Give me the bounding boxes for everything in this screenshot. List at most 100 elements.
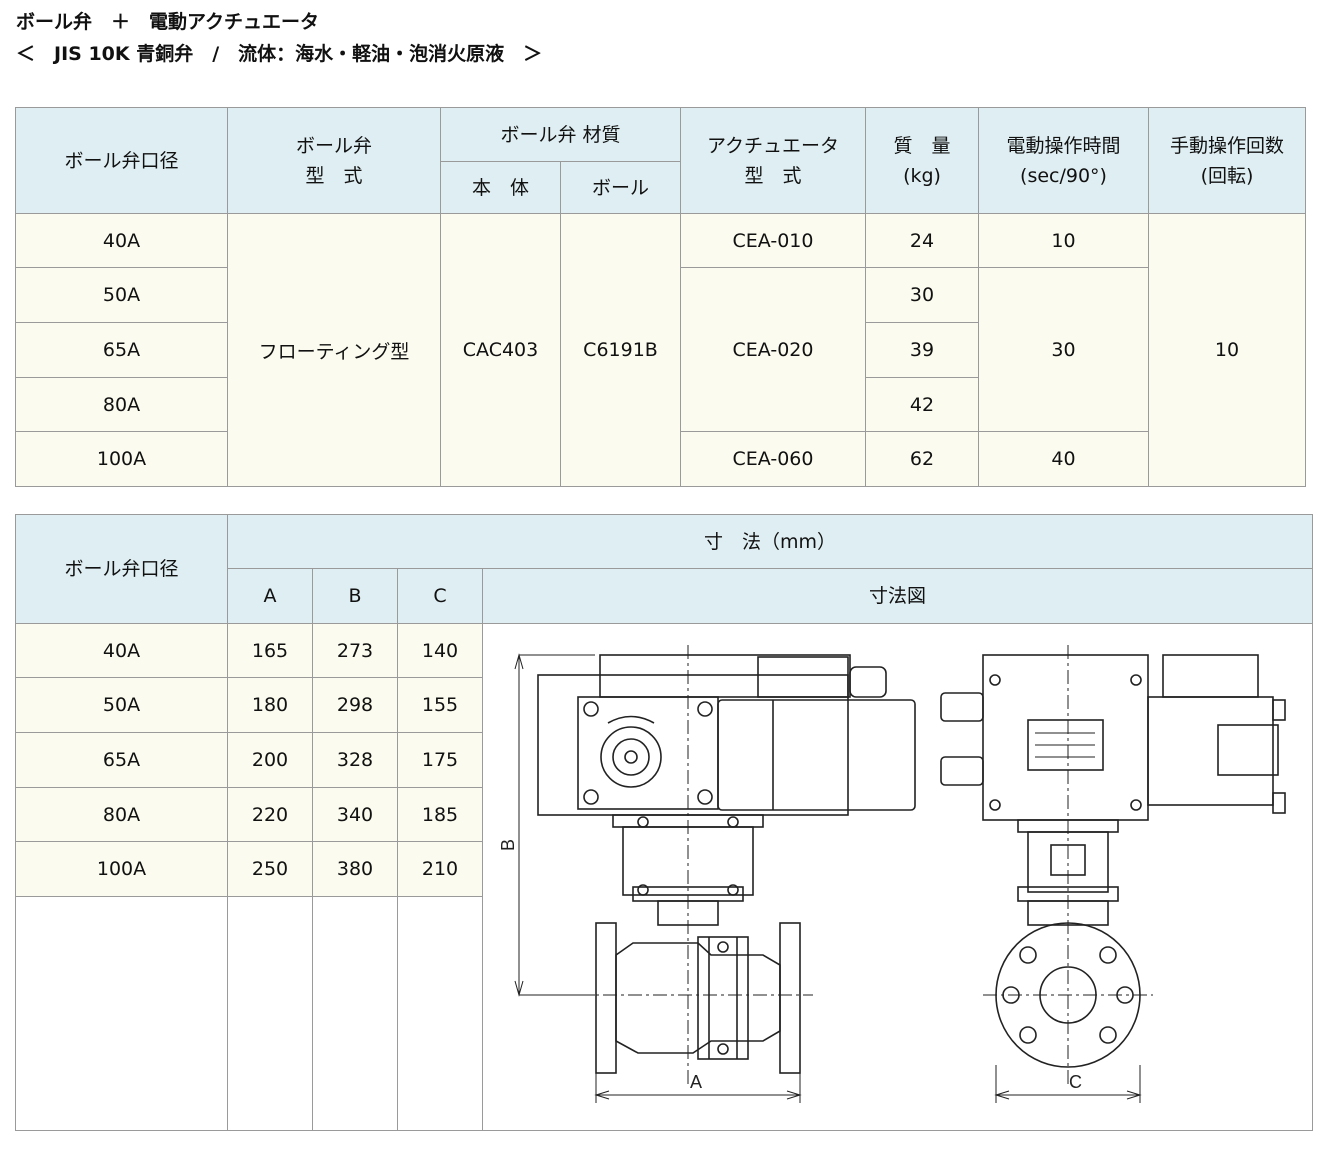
spec-size-cell: 65A <box>15 322 228 378</box>
page-title: ボール弁 ＋ 電動アクチュエータ <box>16 11 320 33</box>
side-motor-cap-shape <box>1217 723 1279 776</box>
flange-bolt-hole-shape <box>1019 1025 1037 1044</box>
side-lug-shape <box>1272 698 1286 721</box>
spec-size-cell: 100A <box>15 431 228 487</box>
empty-cell <box>397 896 483 1131</box>
flange-bolt-hole-shape <box>1099 1025 1117 1044</box>
indicator-arc-shape <box>607 715 655 724</box>
bolt-shape <box>637 883 649 896</box>
body-joint-shape <box>697 935 749 1060</box>
dimensions-table: ボール弁口径 寸 法（mm） A B C 寸法図 40A 165 273 140 <box>15 514 1314 1131</box>
dim-size-cell: 40A <box>15 623 228 678</box>
header-manual-turns: 手動操作回数 (回転) <box>1148 107 1307 214</box>
header-c: C <box>397 568 483 624</box>
arrow-shape <box>594 1090 610 1099</box>
spec-mass-cell: 42 <box>865 377 980 432</box>
dim-size-cell: 100A <box>15 841 228 897</box>
arrow-shape <box>1126 1090 1142 1099</box>
dimension-a-label: A <box>690 1072 702 1092</box>
spec-mass-cell: 30 <box>865 267 980 323</box>
header-ball: ボール <box>559 161 682 214</box>
dim-a-cell: 200 <box>227 732 313 788</box>
spec-size-cell: 40A <box>15 213 228 268</box>
handwheel-inner-shape <box>612 737 650 776</box>
dim-a-cell: 180 <box>227 677 313 733</box>
side-motor-shape <box>1147 695 1274 806</box>
bolt-shape <box>697 700 713 717</box>
bolt-shape <box>583 788 599 805</box>
spec-size-cell: 50A <box>15 267 228 323</box>
terminal-box-shape <box>757 655 849 698</box>
dim-c-cell: 140 <box>397 623 483 678</box>
spec-actuator-cell: CEA-010 <box>680 213 867 268</box>
side-housing-shape <box>982 653 1149 821</box>
dim-a-cell: 250 <box>227 841 313 897</box>
handwheel-hub-shape <box>624 749 638 764</box>
arrow-shape <box>994 1090 1010 1099</box>
spec-valve-type-cell: フローティング型 <box>227 213 441 487</box>
header-body: 本 体 <box>440 161 561 214</box>
spec-mass-cell: 24 <box>865 213 980 268</box>
actuator-top-cover-shape <box>599 653 851 698</box>
bolt-shape <box>727 883 739 896</box>
dimension-c-label: C <box>1069 1072 1082 1092</box>
flange-bolt-hole-shape <box>1099 945 1117 964</box>
side-terminal-box-shape <box>1162 653 1259 698</box>
dim-c-cell: 185 <box>397 787 483 842</box>
arrow-shape <box>786 1090 802 1099</box>
cable-gland-shape <box>849 665 887 698</box>
spec-electric-time-cell: 30 <box>978 267 1150 432</box>
arrow-shape <box>514 652 524 669</box>
flange-bolt-hole-shape <box>1019 945 1037 964</box>
port-shape <box>940 691 984 722</box>
arrow-shape <box>514 980 524 997</box>
bolt-shape <box>637 815 649 828</box>
bolt-shape <box>1130 673 1142 686</box>
bolt-shape <box>989 798 1001 811</box>
bolt-shape <box>717 1042 729 1055</box>
dim-b-cell: 298 <box>312 677 398 733</box>
dim-a-cell: 220 <box>227 787 313 842</box>
bolt-shape <box>697 788 713 805</box>
motor-shape <box>717 698 916 811</box>
dim-c-cell: 210 <box>397 841 483 897</box>
dimension-b-label: B <box>498 838 518 850</box>
dim-size-cell: 80A <box>15 787 228 842</box>
dim-size-cell: 65A <box>15 732 228 788</box>
header-material: ボール弁 材質 <box>439 107 682 162</box>
bolt-shape <box>727 815 739 828</box>
dim-b-cell: 340 <box>312 787 398 842</box>
bolt-shape <box>989 673 1001 686</box>
spec-ball-material-cell: C6191B <box>559 213 682 487</box>
port-shape <box>940 755 984 786</box>
header-mass: 質 量 (kg) <box>865 107 980 214</box>
header-a: A <box>227 568 313 624</box>
spec-manual-turns-cell: 10 <box>1148 213 1307 487</box>
spec-actuator-cell: CEA-060 <box>680 431 867 487</box>
bolt-shape <box>717 940 729 953</box>
spec-mass-cell: 62 <box>865 431 980 487</box>
dimension-drawing: B A <box>498 644 1286 1103</box>
bolt-shape <box>583 700 599 717</box>
empty-cell <box>312 896 398 1131</box>
dim-b-cell: 380 <box>312 841 398 897</box>
empty-cell <box>15 896 228 1131</box>
dim-b-cell: 273 <box>312 623 398 678</box>
dim-a-cell: 165 <box>227 623 313 678</box>
dim-size-cell: 50A <box>15 677 228 733</box>
header-size: ボール弁口径 <box>15 107 228 214</box>
spec-actuator-cell: CEA-020 <box>680 267 867 432</box>
spec-body-material-cell: CAC403 <box>440 213 561 487</box>
dimension-drawing-cell: B A <box>481 623 1314 1131</box>
header-valve-type: ボール弁 型 式 <box>227 107 441 214</box>
header-b: B <box>312 568 398 624</box>
handwheel-shape <box>600 725 662 788</box>
header-dimensions: 寸 法（mm） <box>226 514 1314 569</box>
dim-c-cell: 155 <box>397 677 483 733</box>
dim-b-cell: 328 <box>312 732 398 788</box>
spec-mass-cell: 39 <box>865 322 980 378</box>
side-lug-shape <box>1272 791 1286 814</box>
dim-c-cell: 175 <box>397 732 483 788</box>
header-drawing: 寸法図 <box>481 568 1314 624</box>
bolt-shape <box>1130 798 1142 811</box>
